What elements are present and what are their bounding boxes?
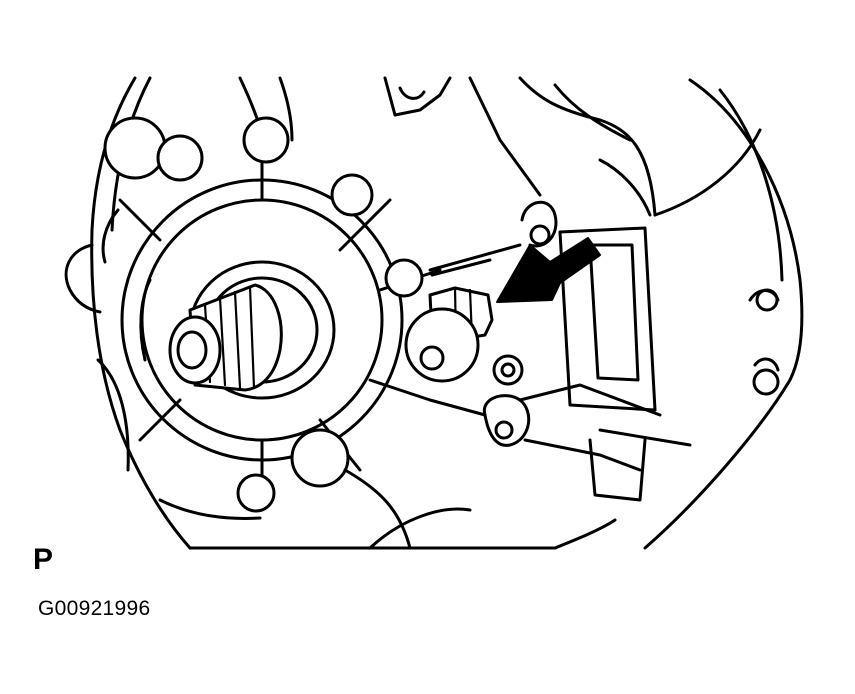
pointer-arrow <box>496 237 601 303</box>
figure-id-label: G00921996 <box>38 597 151 620</box>
lower-bracket <box>428 383 692 502</box>
output-shaft <box>168 260 336 400</box>
switch-plug <box>404 286 524 386</box>
view-code-label: P <box>33 543 54 576</box>
right-cavity <box>558 226 780 412</box>
left-contours <box>101 208 412 550</box>
top-ribs <box>238 76 657 217</box>
housing-outline <box>64 76 804 550</box>
boss-circles <box>103 116 424 513</box>
mount-boss <box>428 200 558 277</box>
